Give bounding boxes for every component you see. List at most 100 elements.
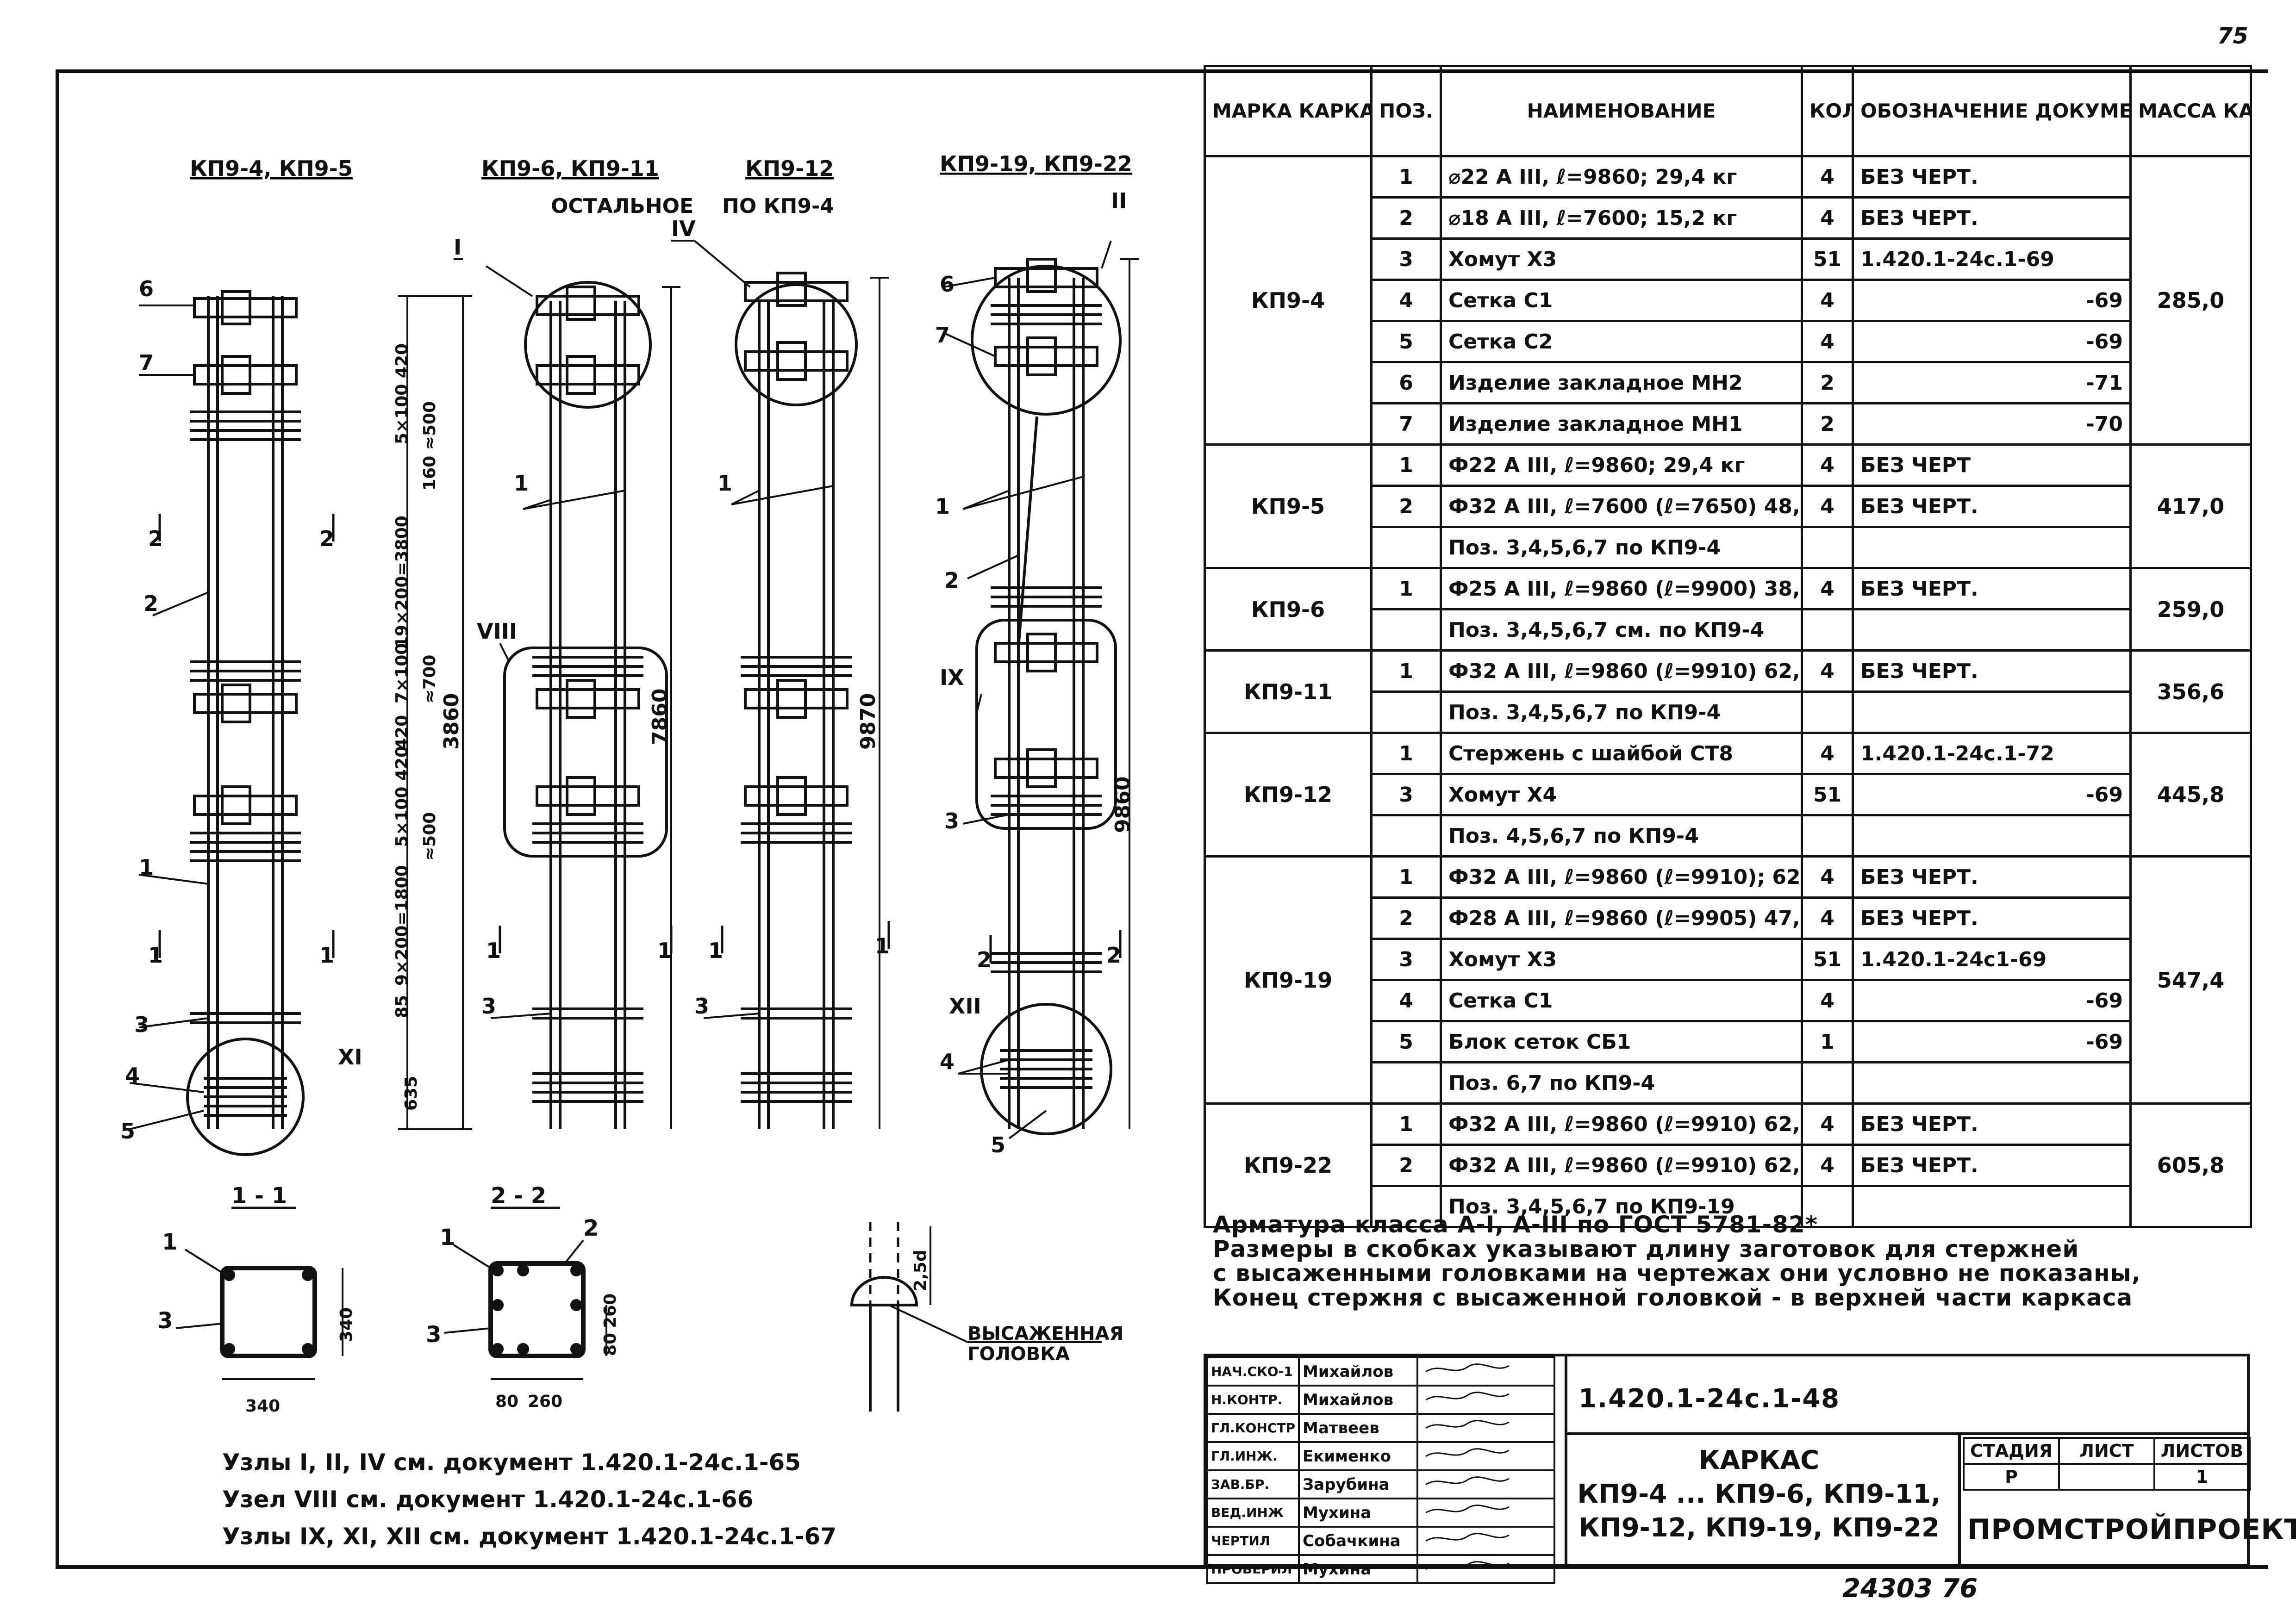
- spec-header-mass: МАССА КАРКАСА: [2129, 65, 2252, 157]
- spec-cell-pos: 6: [1370, 361, 1442, 404]
- section-mark-1-left: 1: [148, 943, 163, 968]
- spec-header-name: НАИМЕНОВАНИЕ: [1440, 65, 1803, 157]
- page-number: 75: [2217, 23, 2248, 49]
- spec-cell-pos: 3: [1370, 773, 1442, 816]
- spec-cell-name: Блок сеток СБ1: [1440, 1020, 1803, 1063]
- spec-cell-doc: 1.420.1-24с1-69: [1852, 938, 2132, 981]
- node-reference-line: Узлы I, II, IV см. документ 1.420.1-24с.…: [222, 1449, 801, 1476]
- spec-cell-doc: БЕЗ ЧЕРТ.: [1852, 155, 2132, 199]
- sheet-frame: [56, 69, 2268, 1569]
- signature-role: ЗАВ.БР.: [1206, 1469, 1300, 1499]
- spec-row: Поз. 6,7 по КП9-4: [1205, 1061, 2251, 1105]
- spec-cell-doc: -69: [1852, 1020, 2132, 1063]
- spec-cell-pos: [1370, 690, 1442, 734]
- spec-cell-name: Ф32 A III, ℓ=7600 (ℓ=7650) 48,2 кг: [1440, 485, 1803, 528]
- section-1-dim-340-a: 340: [245, 1397, 280, 1416]
- signature-name: Михайлов: [1298, 1385, 1419, 1415]
- signature-row: ЗАВ.БР.Зарубина: [1206, 1469, 1556, 1499]
- section-2-pos-1: 1: [440, 1225, 455, 1250]
- title-block-divider: [1565, 1354, 1567, 1567]
- spec-row: Поз. 3,4,5,6,7 см. по КП9-4: [1205, 608, 2251, 652]
- sheets-value: 1: [2153, 1463, 2251, 1491]
- dim-f: 420: [393, 715, 412, 750]
- spec-cell-doc: БЕЗ ЧЕРТ: [1852, 443, 2132, 487]
- spec-cell-pos: 1: [1370, 155, 1442, 199]
- spec-cell-qty: 2: [1801, 361, 1854, 404]
- spec-cell-qty: [1801, 1061, 1854, 1105]
- dim-h: ≈500: [420, 812, 439, 861]
- dim-b: 160 ≈500: [420, 401, 439, 491]
- pos-4-label-kp9-19: 4: [940, 1049, 955, 1074]
- spec-header-pos: ПОЗ.: [1370, 65, 1442, 157]
- signature-mark: [1416, 1554, 1556, 1584]
- note-line: с высаженными головками на чертежах они …: [1213, 1260, 2141, 1287]
- section-mark-2-right: 2: [319, 526, 334, 551]
- spec-cell-qty: [1801, 608, 1854, 652]
- archive-number: 24303 76: [1842, 1573, 1978, 1604]
- organization-name: ПРОМСТРОЙПРОЕКТ: [1967, 1513, 2296, 1546]
- signature-mark: [1416, 1356, 1556, 1387]
- note-line: Размеры в скобках указывают длину загото…: [1213, 1235, 2079, 1262]
- spec-cell-name: Ф32 A III, ℓ=9860 (ℓ=9910) 62,6 кг: [1440, 1102, 1803, 1146]
- signature-row: Н.КОНТР.Михайлов: [1206, 1385, 1556, 1415]
- pos-4-label: 4: [125, 1063, 140, 1088]
- spec-cell-qty: [1801, 1185, 1854, 1228]
- spec-cell-qty: 4: [1801, 155, 1854, 199]
- upset-head-dim: 2,5d: [911, 1250, 930, 1291]
- spec-cell-pos: 5: [1370, 320, 1442, 363]
- spec-cell-pos: 1: [1370, 1102, 1442, 1146]
- spec-cell-pos: 2: [1370, 896, 1442, 940]
- node-reference-line: Узел VIII см. документ 1.420.1-24с.1-66: [222, 1486, 754, 1513]
- spec-header-row: МАРКА КАРКАСА ПОЗ. НАИМЕНОВАНИЕ КОЛ ОБОЗ…: [1204, 65, 2252, 157]
- spec-cell-doc: [1852, 1185, 2132, 1228]
- signature-role: ВЕД.ИНЖ: [1206, 1498, 1300, 1528]
- pos-3-label-kp9-12: 3: [694, 994, 709, 1019]
- spec-cell-pos: 2: [1370, 196, 1442, 240]
- spec-cell-pos: 1: [1370, 855, 1442, 899]
- spec-header-doc: ОБОЗНАЧЕНИЕ ДОКУМЕНТА: [1852, 65, 2132, 157]
- spec-cell-doc: БЕЗ ЧЕРТ.: [1852, 196, 2132, 240]
- stage-table: СТАДИЯ ЛИСТ ЛИСТОВ Р 1: [1963, 1437, 2251, 1491]
- pos-7-label-kp9-19: 7: [935, 323, 950, 348]
- spec-cell-qty: 4: [1801, 320, 1854, 363]
- frame-note-rest: ОСТАЛЬНОЕ: [551, 194, 693, 218]
- spec-cell-qty: 4: [1801, 732, 1854, 775]
- spec-cell-mass: 285,0: [2129, 155, 2252, 446]
- spec-cell-qty: 51: [1801, 938, 1854, 981]
- spec-cell-mass: 417,0: [2129, 443, 2252, 569]
- section-2-dim-260-b: 260: [601, 1293, 620, 1328]
- sheet-label: ЛИСТ: [2058, 1437, 2155, 1465]
- signature-mark: [1416, 1498, 1556, 1528]
- spec-header-mark: МАРКА КАРКАСА: [1204, 65, 1373, 157]
- spec-cell-doc: -69: [1852, 279, 2132, 322]
- spec-cell-qty: 4: [1801, 196, 1854, 240]
- frame-note-kp9-4: ПО КП9-4: [722, 194, 834, 218]
- drawing-title-line: КП9-12, КП9-19, КП9-22: [1578, 1512, 1940, 1543]
- dim-total-1: 3860: [440, 693, 463, 750]
- spec-cell-pos: 3: [1370, 237, 1442, 281]
- section-2-dim-260-a: 260: [528, 1392, 562, 1411]
- signature-name: Матвеев: [1298, 1413, 1419, 1443]
- drawing-title-line: КАРКАС: [1698, 1445, 1820, 1475]
- spec-cell-qty: 4: [1801, 485, 1854, 528]
- spec-cell-pos: 7: [1370, 402, 1442, 446]
- spec-cell-name: Хомут Х4: [1440, 773, 1803, 816]
- spec-cell-name: Хомут Х3: [1440, 237, 1803, 281]
- spec-cell-qty: [1801, 690, 1854, 734]
- signature-mark: [1416, 1469, 1556, 1499]
- spec-cell-qty: 4: [1801, 979, 1854, 1022]
- section-mark-2-kp9-19-right: 2: [1106, 943, 1121, 968]
- node-marker-11: XI: [338, 1045, 362, 1070]
- spec-cell-name: Поз. 3,4,5,6,7 по КП9-19: [1440, 1185, 1803, 1228]
